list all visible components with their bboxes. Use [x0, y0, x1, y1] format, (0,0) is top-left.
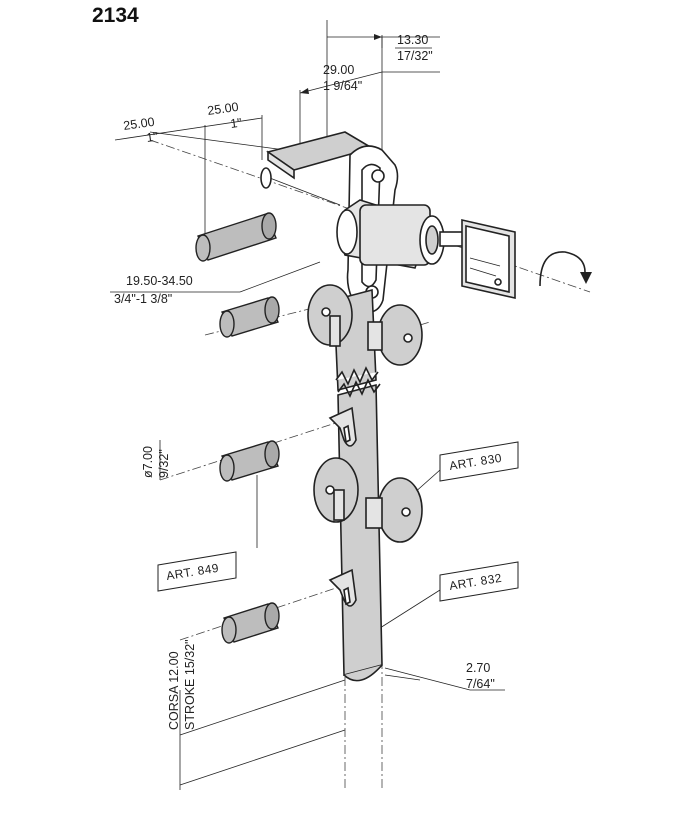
art-832-box: ART. 832 — [439, 561, 519, 602]
dim-2-70-mm: 2.70 — [466, 661, 490, 675]
rod-3 — [219, 440, 280, 482]
dim-29-00-in: 1 9/64" — [323, 79, 362, 93]
striker-rods — [195, 212, 280, 644]
art-830-box: ART. 830 — [439, 441, 519, 482]
dim-25-00-a-mm: 25.00 — [122, 115, 155, 133]
rod-2 — [219, 296, 280, 338]
dim-7-00-mm: ø7.00 — [141, 446, 155, 478]
guide-plate-upper — [307, 284, 423, 366]
dim-19-50-mm: 19.50-34.50 — [126, 274, 193, 288]
dim-29-00-mm: 29.00 — [323, 63, 354, 77]
reference-labels: ART. 830 ART. 832 ART. 849 — [157, 441, 519, 602]
guide-plate-lower — [313, 457, 423, 543]
dim-25-00-b-in: 1" — [229, 116, 242, 131]
dim-19-50-in: 3/4"-1 3/8" — [114, 292, 172, 306]
lock-cylinder — [336, 145, 592, 314]
dimension-labels: 13.30 17/32" 29.00 1 9/64" 25.00 1" 25.0… — [114, 33, 495, 730]
dim-25-00-a-in: 1" — [145, 130, 158, 145]
dim-corsa: CORSA 12.00 — [167, 651, 181, 730]
dim-7-00-in: 9/32" — [157, 449, 171, 478]
dimension-lines — [110, 20, 505, 790]
dim-stroke: STROKE 15/32" — [183, 639, 197, 730]
bar-hooks — [328, 406, 357, 607]
product-code: 2134 — [92, 4, 139, 27]
rod-4 — [221, 602, 280, 644]
art-849-box: ART. 849 — [157, 551, 237, 592]
dim-13-30-mm: 13.30 — [397, 33, 428, 47]
dim-13-30-in: 17/32" — [397, 49, 433, 63]
rod-1 — [195, 212, 277, 262]
dim-2-70-in: 7/64" — [466, 677, 495, 691]
dim-25-00-b-mm: 25.00 — [206, 100, 239, 118]
